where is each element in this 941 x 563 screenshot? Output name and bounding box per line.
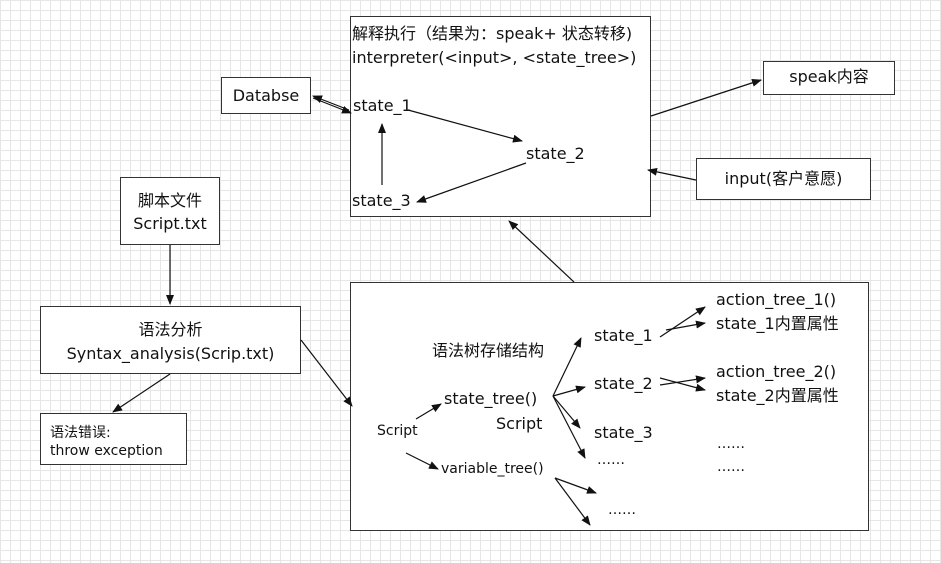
variable-tree-more: …… <box>608 502 636 518</box>
tree-state-3: state_3 <box>594 423 653 442</box>
interpreter-to-speak-arrow <box>650 78 762 117</box>
syntax-function: Syntax_analysis(Scrip.txt) <box>66 344 275 363</box>
syntax-error-detail: throw exception <box>50 443 163 459</box>
state-2-node: state_2 <box>526 144 585 163</box>
action-tree-1: action_tree_1() <box>716 290 837 309</box>
tree-state-more: …… <box>597 452 625 468</box>
state-1-node: state_1 <box>353 96 412 115</box>
database-label: Databse <box>232 86 300 105</box>
input-box <box>696 158 871 200</box>
syntax-error-title: 语法错误: <box>50 425 111 441</box>
syntax-to-error-arrow <box>112 373 171 413</box>
syntax-analysis-box <box>40 306 301 374</box>
database-box <box>221 77 311 114</box>
syntax-to-tree-arrow <box>300 339 353 407</box>
tree-state-1: state_1 <box>594 326 653 345</box>
state-1-attributes: state_1内置属性 <box>716 314 839 333</box>
tree-dots-a: …… <box>717 436 745 452</box>
speak-box <box>763 61 895 95</box>
speak-label: speak内容 <box>789 67 869 86</box>
action-tree-2: action_tree_2() <box>716 362 837 381</box>
input-label: input(客户意愿) <box>724 169 843 188</box>
state-tree-sub-label: Script <box>496 414 543 433</box>
state1-to-database-arrow <box>312 95 350 111</box>
script-file-title: 脚本文件 <box>137 191 202 210</box>
input-to-interpreter-arrow <box>647 167 697 181</box>
database-to-state1-arrow <box>312 97 352 114</box>
state-tree-node: state_tree() <box>444 389 538 408</box>
script-file-box <box>120 177 220 245</box>
tree-script-root: Script <box>377 423 418 439</box>
interpreter-title: 解释执行（结果为：speak+ 状态转移) <box>352 24 633 43</box>
state-3-node: state_3 <box>352 191 411 210</box>
tree-title: 语法树存储结构 <box>432 341 545 360</box>
variable-tree-node: variable_tree() <box>441 461 544 477</box>
script-file-name: Script.txt <box>133 214 207 233</box>
syntax-title: 语法分析 <box>138 320 203 339</box>
state-2-attributes: state_2内置属性 <box>716 386 839 405</box>
tree-state-2: state_2 <box>594 374 653 393</box>
tree-dots-b: …… <box>717 459 745 475</box>
interpreter-signature: interpreter(<input>, <state_tree>) <box>352 48 637 67</box>
interpreter-box <box>350 16 651 217</box>
syntax-error-box <box>40 413 187 465</box>
tree-to-interpreter-arrow <box>508 220 575 283</box>
